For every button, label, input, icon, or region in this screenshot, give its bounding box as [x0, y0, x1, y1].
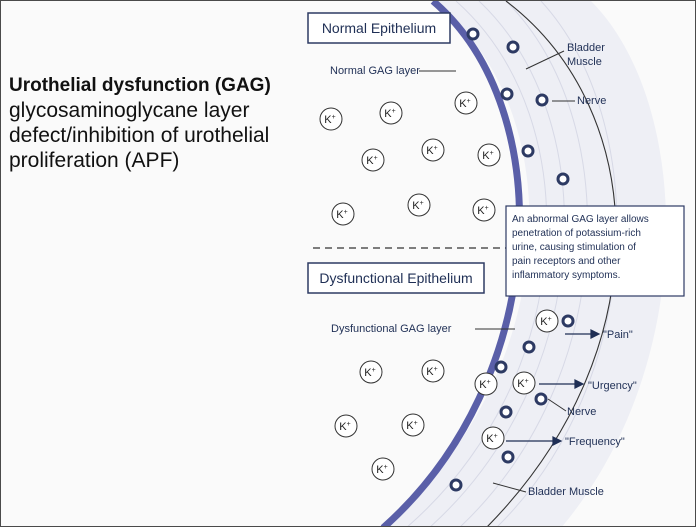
- bladder-muscle-top-leader: [525, 50, 565, 70]
- svg-text:K+: K+: [324, 114, 335, 126]
- potassium-ion: K+: [477, 143, 501, 167]
- nerve-bottom-leader: [547, 398, 567, 412]
- svg-text:K+: K+: [339, 421, 350, 433]
- callout-line-2: penetration of potassium-rich: [512, 228, 641, 239]
- normal-gag-label: Normal GAG layer: [330, 65, 420, 77]
- svg-text:K+: K+: [426, 145, 437, 157]
- svg-text:K+: K+: [426, 366, 437, 378]
- frequency-label: "Frequency": [565, 436, 625, 448]
- bladder-muscle-bottom-leader: [492, 482, 527, 493]
- svg-text:K+: K+: [412, 200, 423, 212]
- heading-line-2: defect/inhibition of urothelial: [9, 123, 270, 147]
- svg-text:K+: K+: [376, 464, 387, 476]
- callout-line-3: urine, causing stimulation of: [512, 242, 636, 253]
- pain-label: "Pain": [603, 329, 633, 341]
- svg-text:K+: K+: [482, 150, 493, 162]
- svg-text:K+: K+: [477, 205, 488, 217]
- potassium-ion: K+: [331, 202, 355, 226]
- dysfunctional-epithelium-label: Dysfunctional Epithelium: [319, 270, 472, 286]
- callout-line-1: An abnormal GAG layer allows: [512, 214, 649, 225]
- potassium-ion: K+: [474, 372, 498, 396]
- bladder-muscle-bottom-label: Bladder Muscle: [528, 486, 604, 498]
- heading-text: Urothelial dysfunction (GAG) glycosamino…: [9, 75, 309, 173]
- callout-line-4: pain receptors and other: [512, 256, 621, 267]
- svg-text:K+: K+: [540, 316, 551, 328]
- potassium-ion: K+: [361, 148, 385, 172]
- nerve-ending: [499, 405, 513, 419]
- dysfunctional-epithelium-box: [307, 262, 485, 294]
- nerve-ending: [561, 314, 575, 328]
- nerve-ending: [535, 93, 549, 107]
- nerve-ending: [534, 392, 548, 406]
- nerve-ending: [466, 27, 480, 41]
- heading-line-1: glycosaminoglycane layer: [9, 98, 250, 122]
- potassium-ion: K+: [371, 457, 395, 481]
- normal-epithelium-box: [307, 12, 451, 44]
- nerve-ending: [522, 340, 536, 354]
- potassium-ion: K+: [421, 359, 445, 383]
- heading-line-3: proliferation (APF): [9, 149, 180, 173]
- potassium-ion: K+: [401, 413, 425, 437]
- bladder-muscle-top-label-2: Muscle: [567, 56, 602, 68]
- svg-text:K+: K+: [459, 98, 470, 110]
- potassium-ion: K+: [481, 426, 505, 450]
- nerve-ending: [449, 478, 463, 492]
- nerve-ending: [506, 40, 520, 54]
- callout-box: [505, 205, 685, 297]
- bladder-muscle-band: [383, 1, 667, 526]
- svg-text:K+: K+: [517, 378, 528, 390]
- potassium-ion: K+: [359, 360, 383, 384]
- svg-text:K+: K+: [406, 420, 417, 432]
- dysfunctional-gag-label: Dysfunctional GAG layer: [331, 323, 452, 335]
- svg-text:K+: K+: [486, 433, 497, 445]
- potassium-ion: K+: [512, 371, 536, 395]
- nerve-bottom-label: Nerve: [567, 406, 596, 418]
- potassium-ion: K+: [472, 198, 496, 222]
- potassium-ion: K+: [535, 309, 559, 333]
- heading-bold-line: Urothelial dysfunction (GAG): [9, 75, 271, 96]
- svg-text:K+: K+: [384, 108, 395, 120]
- potassium-ion: K+: [319, 107, 343, 131]
- svg-text:K+: K+: [364, 367, 375, 379]
- nerve-top-label: Nerve: [577, 95, 606, 107]
- normal-epithelium-label: Normal Epithelium: [322, 20, 436, 36]
- nerve-ending: [500, 87, 514, 101]
- svg-text:K+: K+: [479, 379, 490, 391]
- bladder-muscle-top-label-1: Bladder: [567, 42, 605, 54]
- potassium-ion: K+: [334, 414, 358, 438]
- urgency-label: "Urgency": [588, 380, 637, 392]
- svg-text:K+: K+: [336, 209, 347, 221]
- potassium-ion: K+: [454, 91, 478, 115]
- nerve-ending: [556, 172, 570, 186]
- svg-text:K+: K+: [366, 155, 377, 167]
- potassium-ion: K+: [421, 138, 445, 162]
- callout-line-5: inflammatory symptoms.: [512, 270, 620, 281]
- potassium-ion: K+: [407, 193, 431, 217]
- nerve-ending: [494, 360, 508, 374]
- nerve-ending: [521, 144, 535, 158]
- potassium-ion: K+: [379, 101, 403, 125]
- nerve-ending: [501, 450, 515, 464]
